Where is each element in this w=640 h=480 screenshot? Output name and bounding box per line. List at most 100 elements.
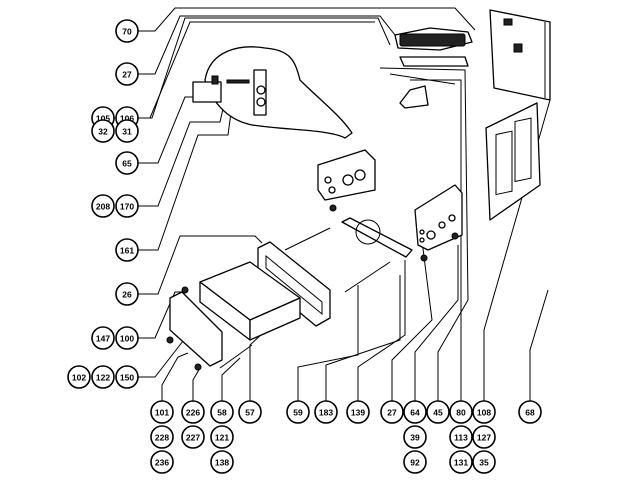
callout-label: 57 <box>245 408 255 418</box>
callout-circle <box>210 400 234 424</box>
callout-150: 150 <box>115 365 139 389</box>
callout-58: 58 <box>210 400 234 424</box>
callout-circle <box>449 400 473 424</box>
callout-236: 236 <box>150 450 174 474</box>
drawer-box <box>199 261 301 341</box>
callout-circle <box>91 194 115 218</box>
drawer-front <box>169 291 223 367</box>
callout-label: 32 <box>98 127 108 137</box>
callout-circle <box>115 365 139 389</box>
callout-circle <box>403 425 427 449</box>
callout-108: 108 <box>472 400 496 424</box>
callout-226: 226 <box>181 400 205 424</box>
callout-circle <box>403 450 427 474</box>
callout-circle <box>472 450 496 474</box>
callout-label: 65 <box>122 159 132 169</box>
callout-circle <box>115 194 139 218</box>
callout-label: 108 <box>477 408 491 418</box>
callout-label: 122 <box>96 373 110 383</box>
callout-138: 138 <box>210 450 234 474</box>
callout-label: 27 <box>122 70 132 80</box>
callout-label: 127 <box>477 433 491 443</box>
control-box <box>317 149 376 201</box>
callout-label: 236 <box>155 458 169 468</box>
callout-label: 58 <box>217 408 227 418</box>
rotary-bracket <box>341 217 413 258</box>
callout-65: 65 <box>115 151 139 175</box>
callout-label: 102 <box>72 373 86 383</box>
callout-label: 68 <box>525 408 535 418</box>
callout-102: 102 <box>67 365 91 389</box>
callout-147: 147 <box>91 326 115 350</box>
callout-label: 27 <box>387 408 397 418</box>
callout-170: 170 <box>115 194 139 218</box>
callout-113: 113 <box>449 425 473 449</box>
back-panel <box>489 9 551 101</box>
callout-circle <box>449 425 473 449</box>
callout-183: 183 <box>314 400 338 424</box>
callout-92: 92 <box>403 450 427 474</box>
callout-label: 138 <box>215 458 229 468</box>
callout-circle <box>210 450 234 474</box>
callout-208: 208 <box>91 194 115 218</box>
callout-45: 45 <box>426 400 450 424</box>
screws <box>166 204 459 371</box>
callout-101: 101 <box>150 400 174 424</box>
oven-door <box>485 102 541 221</box>
callout-label: 100 <box>120 334 134 344</box>
callout-label: 39 <box>410 433 420 443</box>
callout-32: 32 <box>91 119 115 143</box>
callout-228: 228 <box>150 425 174 449</box>
callout-circle <box>91 326 115 350</box>
callout-227: 227 <box>181 425 205 449</box>
callout-circle <box>91 365 115 389</box>
callout-label: 26 <box>122 290 132 300</box>
callout-label: 101 <box>155 408 169 418</box>
callout-label: 208 <box>96 202 110 212</box>
callout-label: 80 <box>456 408 466 418</box>
callout-80: 80 <box>449 400 473 424</box>
callout-161: 161 <box>115 238 139 262</box>
callout-31: 31 <box>115 119 139 143</box>
heater-element-assembly <box>389 27 473 85</box>
callout-label: 131 <box>454 458 468 468</box>
callout-label: 105 <box>96 114 110 124</box>
callout-circle <box>91 119 115 143</box>
callout-circle <box>314 400 338 424</box>
callout-35: 35 <box>472 450 496 474</box>
callout-label: 150 <box>120 373 134 383</box>
callout-circle <box>449 450 473 474</box>
callout-circle <box>115 119 139 143</box>
drawer-slide-left <box>284 227 331 251</box>
callout-circle <box>115 238 139 262</box>
slide-rail <box>344 261 391 293</box>
callout-label: 170 <box>120 202 134 212</box>
callout-circle <box>380 400 404 424</box>
callout-label: 226 <box>186 408 200 418</box>
callout-label: 59 <box>293 408 303 418</box>
callout-59: 59 <box>286 400 310 424</box>
callout-circle <box>238 400 262 424</box>
callout-circle <box>67 365 91 389</box>
callout-label: 106 <box>120 114 134 124</box>
callout-label: 35 <box>479 458 489 468</box>
callout-circle <box>150 450 174 474</box>
callout-circle <box>472 400 496 424</box>
callout-circle <box>286 400 310 424</box>
callout-label: 113 <box>454 433 468 443</box>
callout-label: 121 <box>215 433 229 443</box>
callout-circle <box>115 282 139 306</box>
callout-circle <box>115 326 139 350</box>
callout-circle <box>115 62 139 86</box>
callout-121: 121 <box>210 425 234 449</box>
callout-circle <box>150 400 174 424</box>
callout-label: 31 <box>122 127 132 137</box>
callout-circle <box>181 425 205 449</box>
callout-26: 26 <box>115 282 139 306</box>
callout-100: 100 <box>115 326 139 350</box>
callout-122: 122 <box>91 365 115 389</box>
callout-label: 147 <box>96 334 110 344</box>
callout-39: 39 <box>403 425 427 449</box>
callout-68: 68 <box>518 400 542 424</box>
